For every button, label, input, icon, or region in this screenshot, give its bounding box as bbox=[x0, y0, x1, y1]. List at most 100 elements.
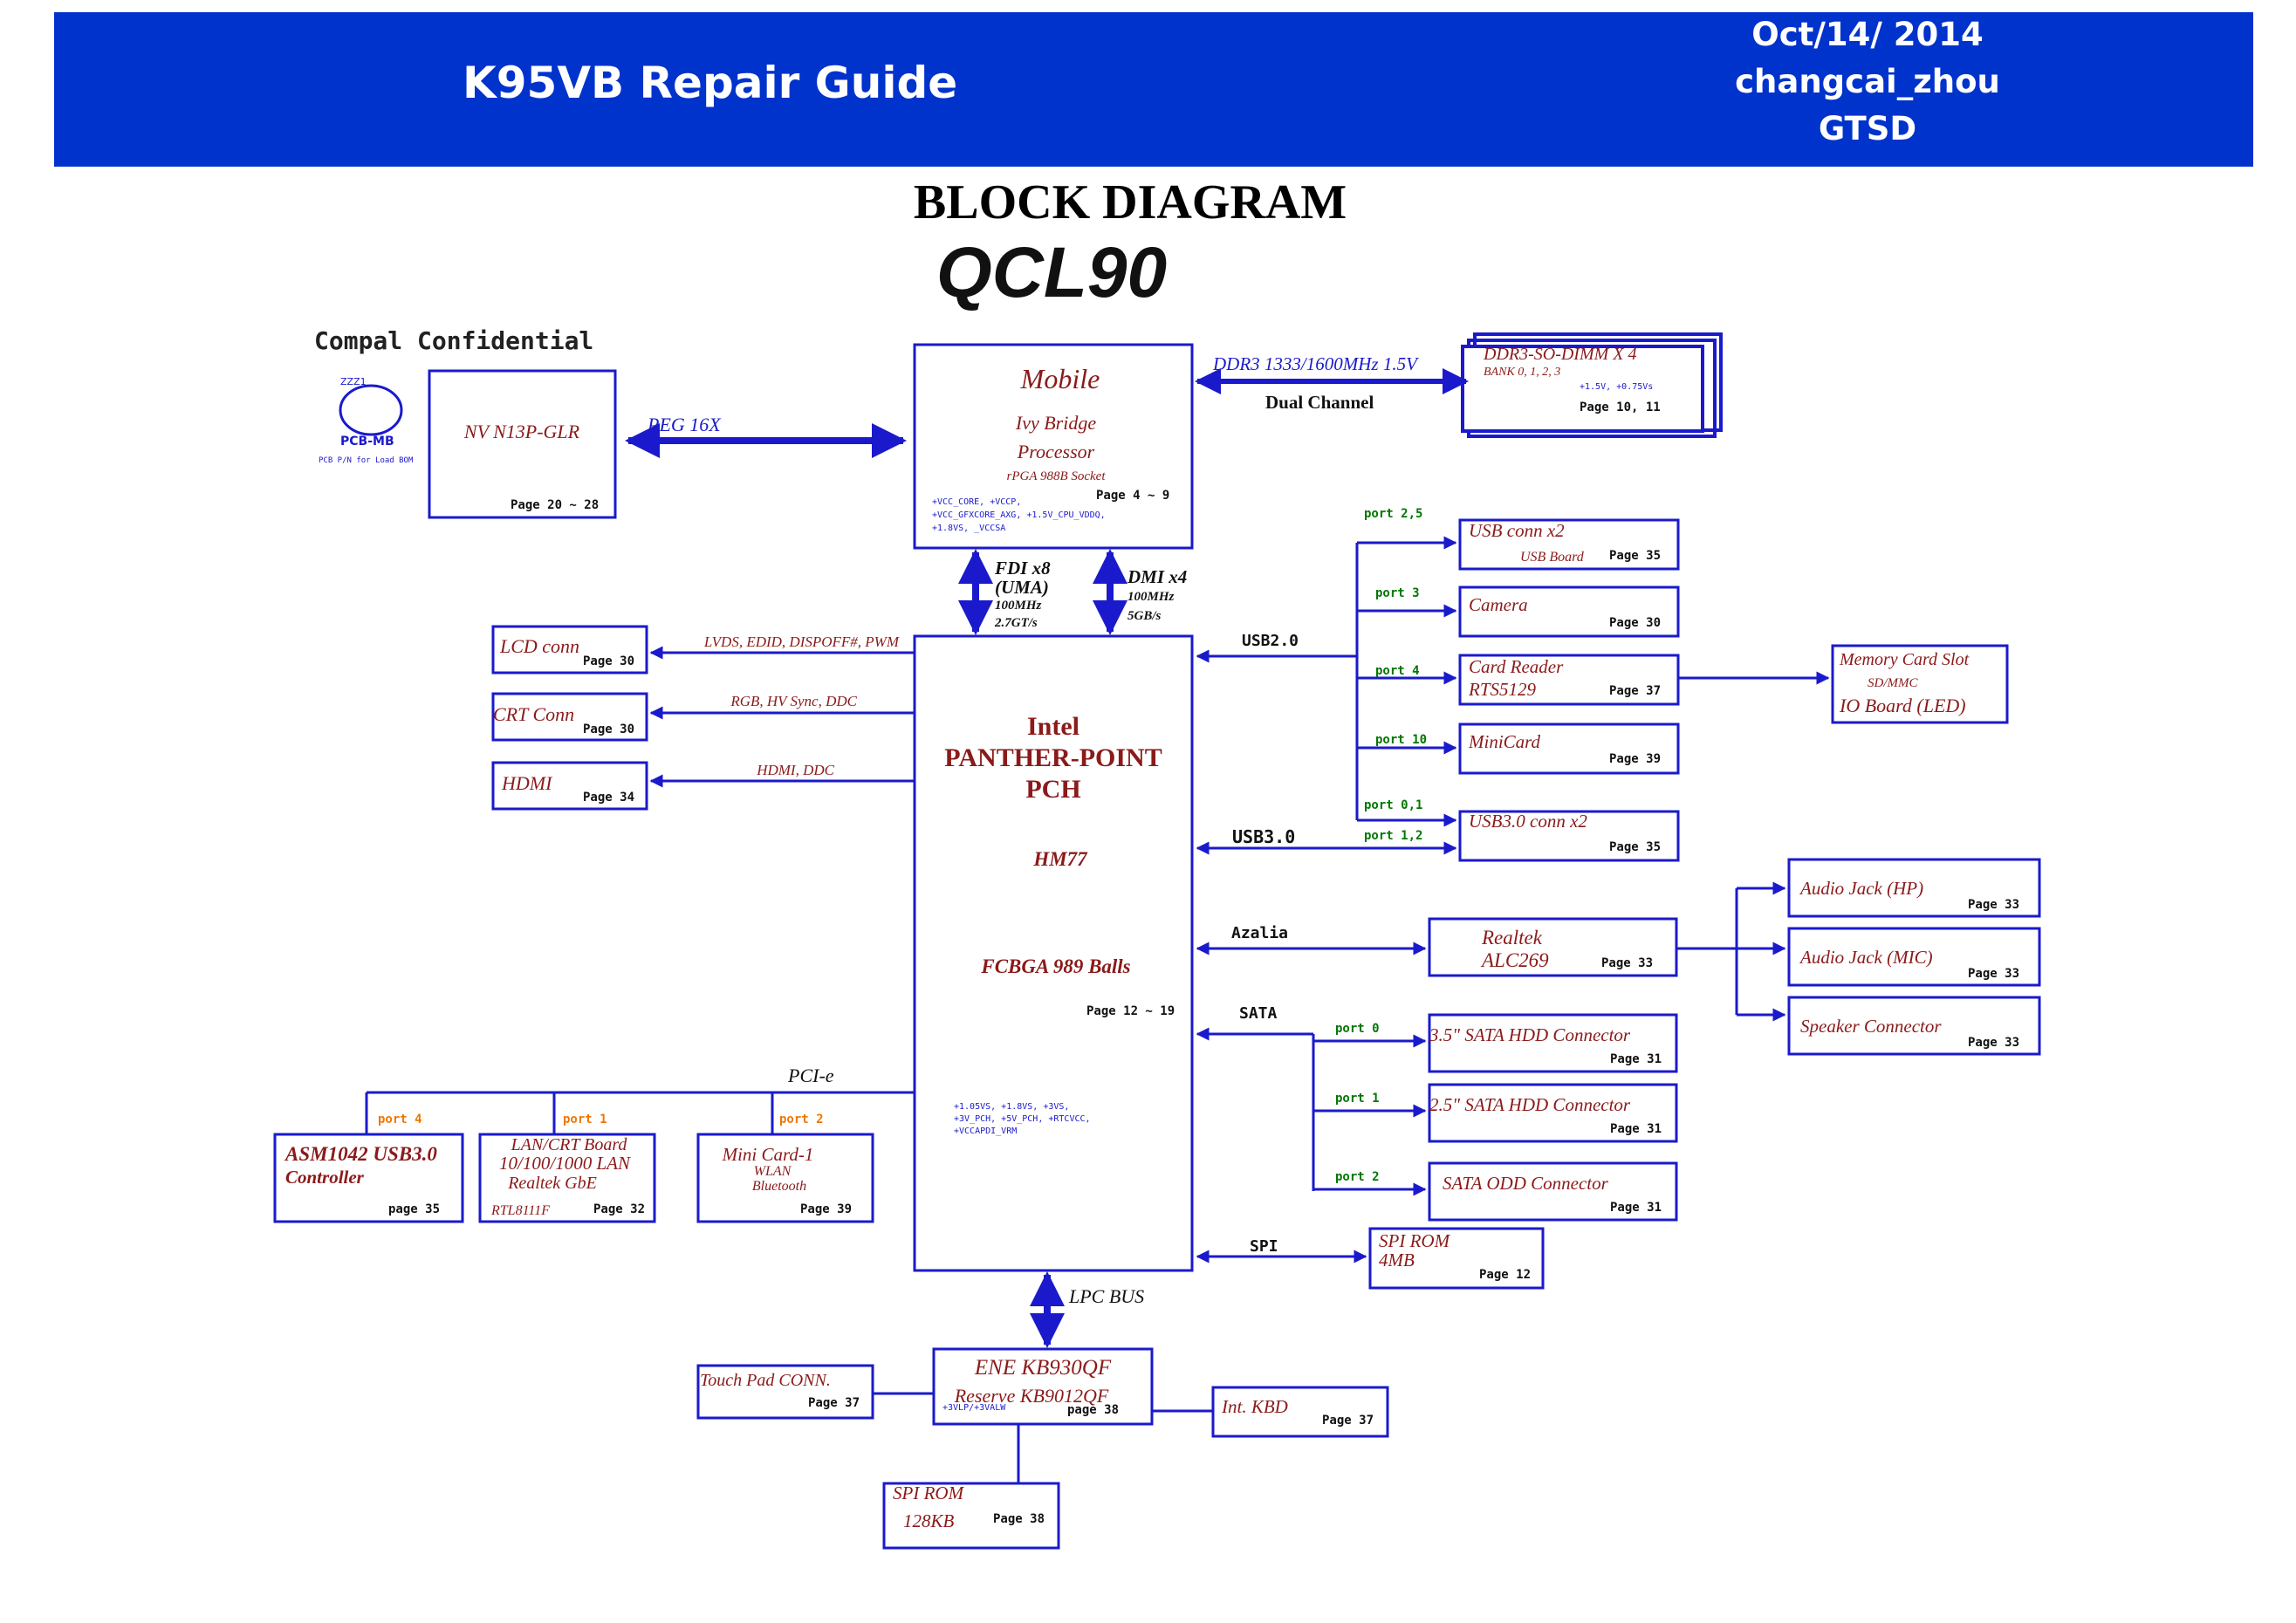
dimm-card-front bbox=[1461, 345, 1704, 433]
fdi-label-4: 2.7GT/s bbox=[994, 616, 1038, 630]
usb3-label: USB3.0 bbox=[1232, 826, 1295, 847]
gpu-box bbox=[428, 369, 617, 519]
port-sata0: port 0 bbox=[1335, 1022, 1380, 1036]
pch-line5: FCBGA 989 Balls bbox=[980, 955, 1130, 977]
mic-page: Page 33 bbox=[1968, 967, 2019, 981]
lvds-label: LVDS, EDID, DISPOFF#, PWM bbox=[703, 633, 900, 650]
spirom-line2: 4MB bbox=[1379, 1250, 1415, 1270]
port-pcie-asm: port 4 bbox=[378, 1113, 422, 1127]
mic-box bbox=[1787, 927, 2041, 987]
lcd-page: Page 30 bbox=[583, 654, 634, 668]
cardreader-box bbox=[1458, 654, 1680, 706]
odd-box bbox=[1428, 1161, 1678, 1222]
gpu-page: Page 20 ~ 28 bbox=[511, 498, 599, 512]
asm-box bbox=[273, 1133, 464, 1223]
fdi-label-3: 100MHz bbox=[995, 599, 1042, 613]
pch-box bbox=[913, 634, 1194, 1272]
ene-box bbox=[932, 1347, 1154, 1426]
pch-line4: HM77 bbox=[1032, 848, 1088, 870]
guide-title: K95VB Repair Guide bbox=[463, 58, 958, 108]
cpu-power-2: +VCC_GFXCORE_AXG, +1.5V_CPU_VDDQ, bbox=[932, 510, 1106, 520]
cardreader-line1: Card Reader bbox=[1469, 656, 1564, 677]
hdmi-link-label: HDMI, DDC bbox=[756, 762, 834, 778]
mic-name: Audio Jack (MIC) bbox=[1799, 947, 1933, 968]
dimm-page: Page 10, 11 bbox=[1580, 401, 1661, 414]
pcie-label: PCI-e bbox=[787, 1065, 834, 1086]
cpu-line4: rPGA 988B Socket bbox=[1006, 469, 1106, 483]
lan-line2: 10/100/1000 LAN bbox=[499, 1153, 631, 1174]
pch-power-2: +3V_PCH, +5V_PCH, +RTCVCC, bbox=[954, 1114, 1091, 1124]
hdd2-box bbox=[1428, 1083, 1678, 1143]
minicard-box bbox=[1458, 722, 1680, 775]
pch-page: Page 12 ~ 19 bbox=[1086, 1004, 1175, 1018]
spirom2-line2: 128KB bbox=[903, 1510, 955, 1531]
touchpad-name: Touch Pad CONN. bbox=[700, 1371, 831, 1390]
usbconn-box bbox=[1458, 518, 1680, 571]
lan-box bbox=[478, 1133, 656, 1223]
lcd-name: LCD conn bbox=[499, 635, 579, 657]
pcb-logo-text: PCB-MB bbox=[340, 435, 394, 449]
camera-name: Camera bbox=[1469, 594, 1528, 615]
dmi-label-2: 100MHz bbox=[1127, 590, 1175, 604]
memslot-line3: IO Board (LED) bbox=[1839, 695, 1966, 716]
port-sata1: port 1 bbox=[1335, 1092, 1380, 1106]
cpu-power-1: +VCC_CORE, +VCCP, bbox=[932, 497, 1021, 507]
realtek-line2: ALC269 bbox=[1480, 949, 1549, 971]
mini1-page: Page 39 bbox=[800, 1202, 852, 1216]
ddr-label: DDR3 1333/1600MHz 1.5V bbox=[1212, 353, 1419, 374]
mini1-line2: WLAN bbox=[754, 1164, 792, 1179]
spirom2-box bbox=[882, 1482, 1060, 1550]
gpu-name: NV N13P-GLR bbox=[463, 421, 580, 442]
kbd-page: Page 37 bbox=[1322, 1414, 1374, 1428]
pch-power-3: +VCCAPDI_VRM bbox=[954, 1127, 1017, 1136]
spk-name: Speaker Connector bbox=[1800, 1016, 1942, 1037]
lan-line3: Realtek GbE bbox=[507, 1174, 597, 1193]
fdi-label-2: (UMA) bbox=[995, 577, 1049, 598]
hdd1-page: Page 31 bbox=[1610, 1052, 1662, 1066]
asm-page: page 35 bbox=[388, 1202, 440, 1216]
header-date: Oct/14/ 2014 bbox=[1751, 16, 1984, 53]
dimm-line2: BANK 0, 1, 2, 3 bbox=[1484, 366, 1560, 379]
minicard-name: MiniCard bbox=[1468, 731, 1541, 752]
usb3conn-name: USB3.0 conn x2 bbox=[1469, 811, 1587, 832]
dual-channel-label: Dual Channel bbox=[1265, 392, 1374, 413]
lan-page: Page 32 bbox=[593, 1202, 645, 1216]
crt-page: Page 30 bbox=[583, 722, 634, 736]
port-pcie-mini: port 2 bbox=[779, 1113, 824, 1127]
usbconn-line2: USB Board bbox=[1520, 550, 1585, 565]
realtek-page: Page 33 bbox=[1601, 956, 1653, 970]
pch-power-1: +1.05VS, +1.8VS, +3VS, bbox=[954, 1102, 1069, 1112]
memslot-line2: SD/MMC bbox=[1868, 676, 1918, 690]
touchpad-page: Page 37 bbox=[808, 1396, 860, 1410]
usb3conn-box bbox=[1458, 810, 1680, 862]
camera-box bbox=[1458, 586, 1680, 638]
spirom-line1: SPI ROM bbox=[1379, 1230, 1451, 1251]
port-pcie-lan: port 1 bbox=[563, 1113, 607, 1127]
lcd-box bbox=[491, 625, 648, 675]
port-usbconn: port 2,5 bbox=[1364, 507, 1422, 521]
spirom-page: Page 12 bbox=[1479, 1268, 1531, 1282]
spi-label: SPI bbox=[1250, 1237, 1278, 1256]
hdmi-box bbox=[491, 761, 648, 811]
lpc-label: LPC BUS bbox=[1068, 1285, 1144, 1307]
dimm-box bbox=[1461, 332, 1723, 438]
spk-box bbox=[1787, 996, 2041, 1056]
port-usb3b: port 1,2 bbox=[1364, 829, 1422, 843]
odd-name: SATA ODD Connector bbox=[1443, 1173, 1609, 1194]
page-title: BLOCK DIAGRAM bbox=[914, 175, 1347, 229]
header-dept: GTSD bbox=[1818, 110, 1917, 147]
pcb-logo: ZZZ1 PCB-MB PCB P/N for Load BOM bbox=[319, 376, 414, 465]
lan-line4: RTL8111F bbox=[490, 1203, 550, 1218]
dimm-line1: DDR3-SO-DIMM X 4 bbox=[1483, 345, 1637, 364]
cpu-box bbox=[913, 343, 1194, 550]
rgb-label: RGB, HV Sync, DDC bbox=[730, 693, 857, 709]
cpu-page: Page 4 ~ 9 bbox=[1096, 489, 1169, 503]
fdi-label-1: FDI x8 bbox=[994, 558, 1051, 579]
header-banner bbox=[54, 12, 2253, 167]
confidential-label: Compal Confidential bbox=[314, 326, 593, 355]
pcb-logo-ring bbox=[339, 384, 403, 436]
cpu-line3: Processor bbox=[1017, 441, 1095, 462]
hdd1-box bbox=[1428, 1013, 1678, 1073]
crt-box bbox=[491, 692, 648, 742]
